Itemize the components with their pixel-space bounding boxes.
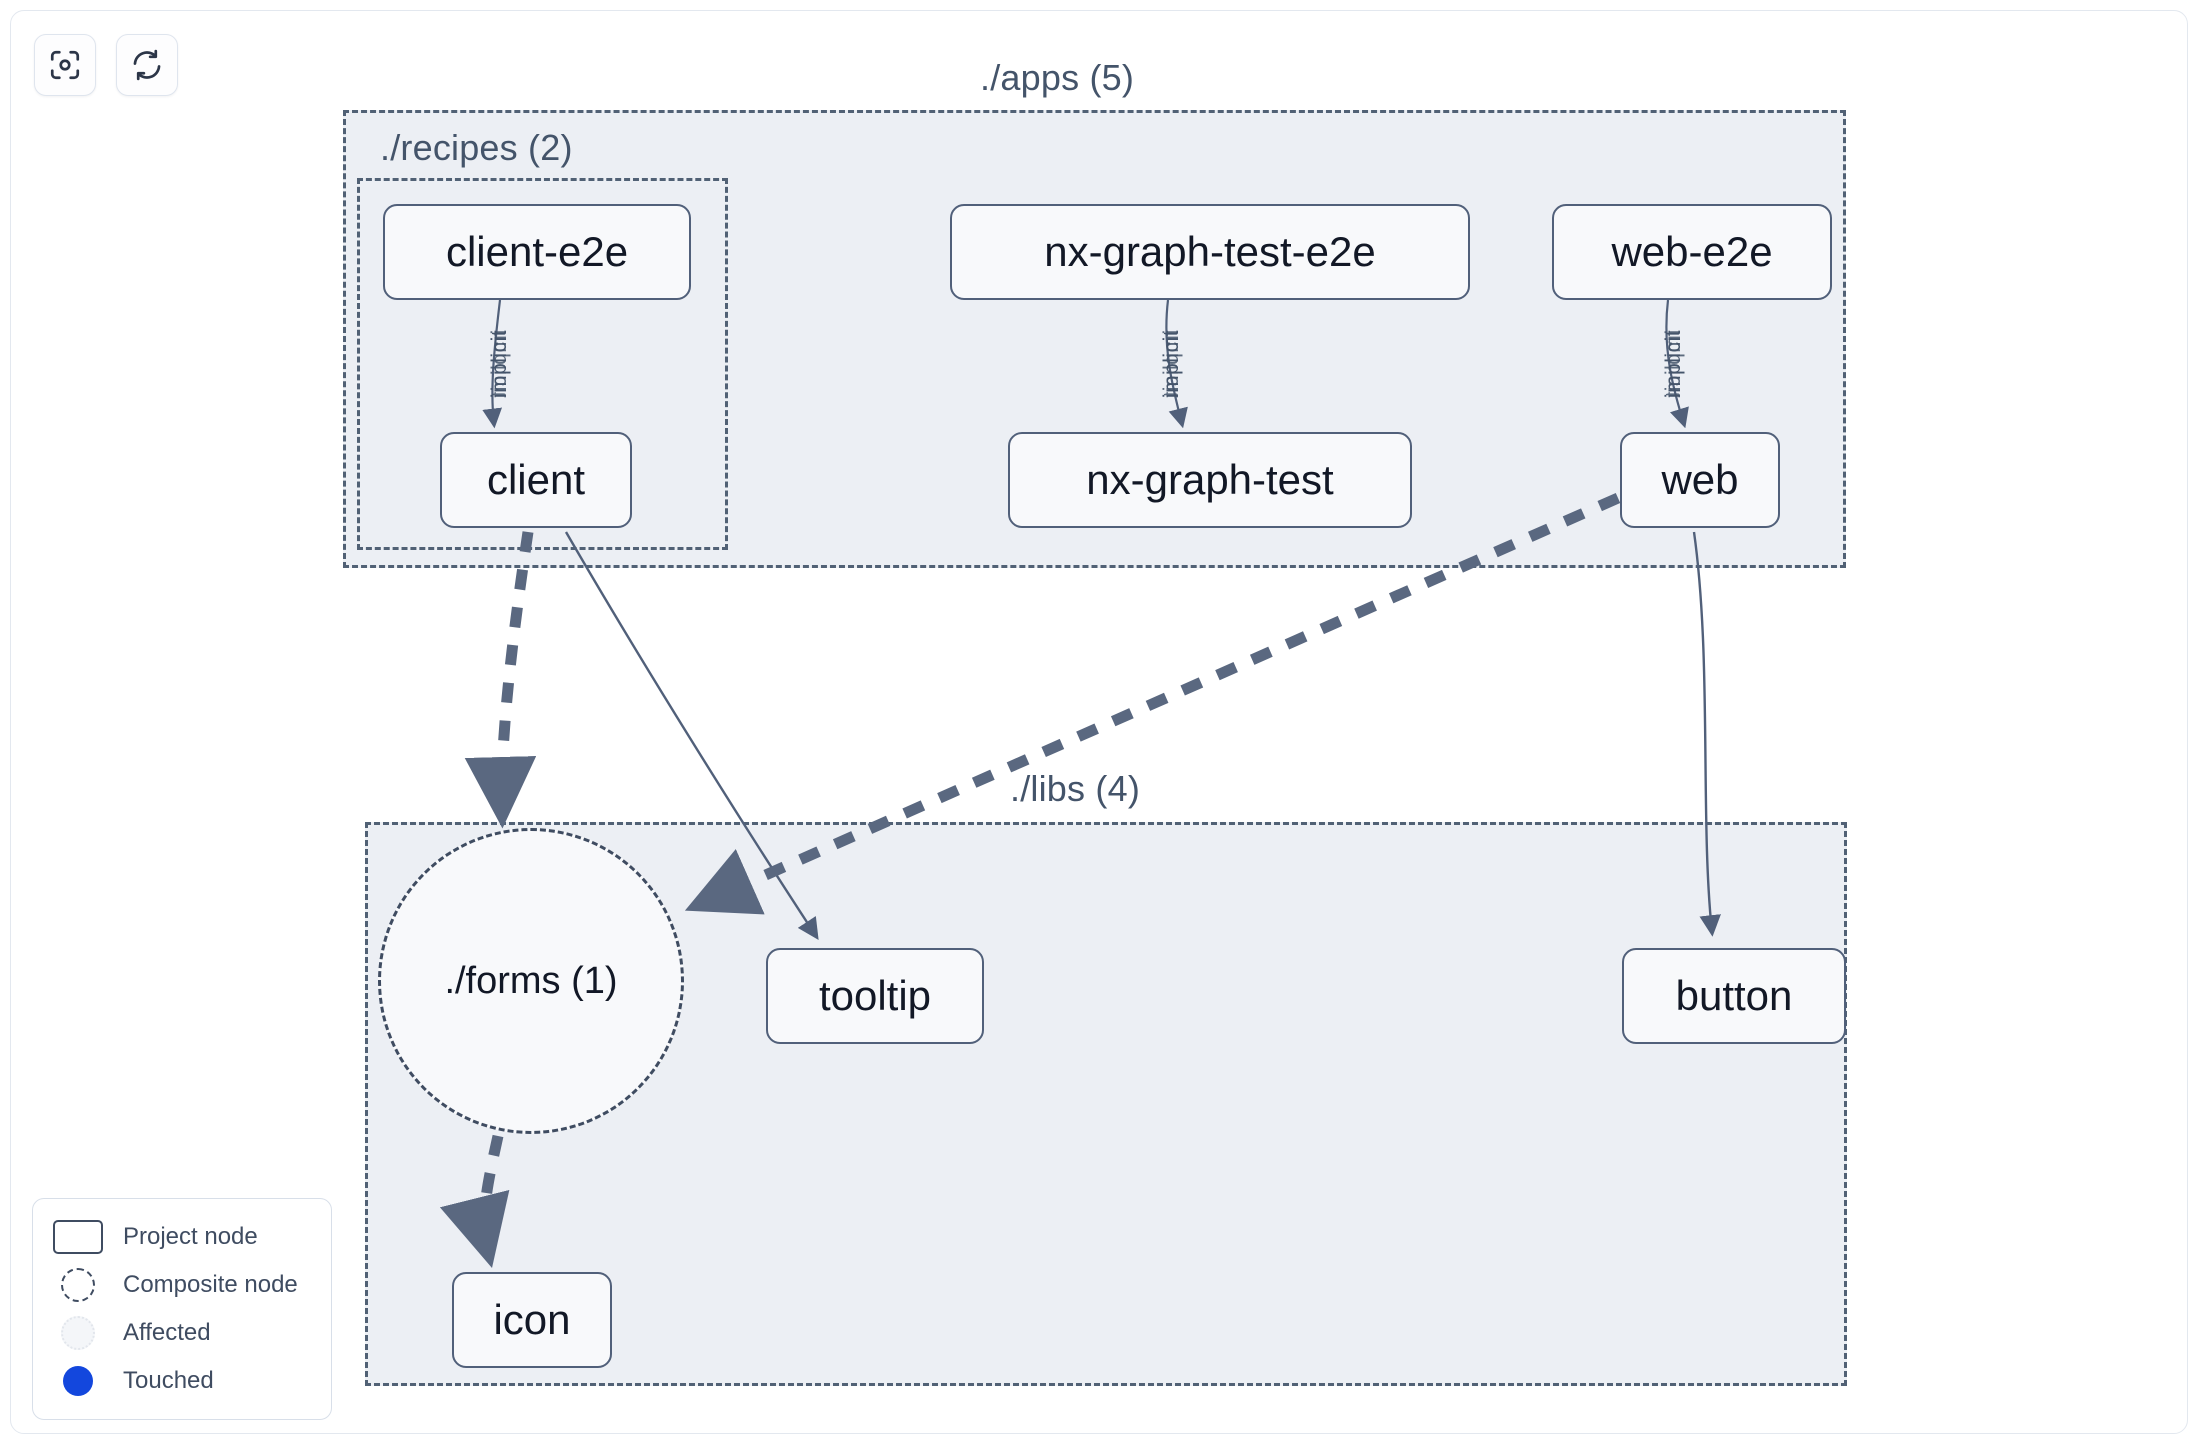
group-label-libs: ./libs (4) bbox=[1010, 768, 1141, 809]
refresh-graph-button[interactable] bbox=[116, 34, 178, 96]
legend-label: Composite node bbox=[123, 1271, 298, 1298]
legend-label: Affected bbox=[123, 1319, 211, 1346]
node-tooltip[interactable]: tooltip bbox=[766, 948, 984, 1044]
graph-legend: Project node Composite node Affected Tou… bbox=[32, 1198, 332, 1420]
edge-client-to-forms bbox=[464, 531, 537, 829]
project-node-swatch bbox=[51, 1220, 105, 1254]
edge-label-client-e2e-implicit: implicit implicit bbox=[488, 329, 512, 399]
node-icon[interactable]: icon bbox=[452, 1272, 612, 1368]
node-label: web-e2e bbox=[1611, 228, 1773, 275]
graph-toolbar bbox=[34, 34, 178, 96]
focus-graph-button[interactable] bbox=[34, 34, 96, 96]
node-nx-graph-test-e2e[interactable]: nx-graph-test-e2e bbox=[950, 204, 1470, 300]
node-client-e2e[interactable]: client-e2e bbox=[383, 204, 691, 300]
node-label: client bbox=[486, 456, 586, 503]
group-label-apps: ./apps (5) bbox=[980, 57, 1135, 98]
focus-target-icon bbox=[48, 48, 82, 82]
node-forms-composite[interactable]: ./forms (1) bbox=[378, 828, 684, 1134]
refresh-icon bbox=[130, 48, 164, 82]
node-label: button bbox=[1675, 972, 1793, 1019]
node-label: ./forms (1) bbox=[444, 959, 618, 1002]
node-label: nx-graph-test-e2e bbox=[1044, 228, 1376, 275]
node-nx-graph-test[interactable]: nx-graph-test bbox=[1008, 432, 1412, 528]
legend-item-touched: Touched bbox=[51, 1357, 313, 1405]
composite-node-swatch bbox=[51, 1268, 105, 1302]
node-label: nx-graph-test bbox=[1086, 456, 1334, 503]
node-web[interactable]: web bbox=[1620, 432, 1780, 528]
legend-label: Project node bbox=[123, 1223, 258, 1250]
legend-label: Touched bbox=[123, 1367, 214, 1394]
node-label: client-e2e bbox=[445, 228, 629, 275]
legend-item-composite-node: Composite node bbox=[51, 1261, 313, 1309]
node-label: tooltip bbox=[818, 972, 932, 1019]
affected-swatch bbox=[51, 1316, 105, 1350]
edge-label-web-e2e-implicit: implicit implicit bbox=[1662, 329, 1686, 399]
legend-item-project-node: Project node bbox=[51, 1213, 313, 1261]
node-client[interactable]: client bbox=[440, 432, 632, 528]
node-label: web bbox=[1661, 456, 1739, 503]
node-web-e2e[interactable]: web-e2e bbox=[1552, 204, 1832, 300]
node-button[interactable]: button bbox=[1622, 948, 1846, 1044]
node-label: icon bbox=[493, 1296, 571, 1343]
edge-label-nx-graph-test-e2e-implicit: implicit implicit bbox=[1160, 329, 1184, 399]
group-label-recipes: ./recipes (2) bbox=[380, 127, 573, 168]
legend-item-affected: Affected bbox=[51, 1309, 313, 1357]
touched-swatch bbox=[51, 1366, 105, 1396]
